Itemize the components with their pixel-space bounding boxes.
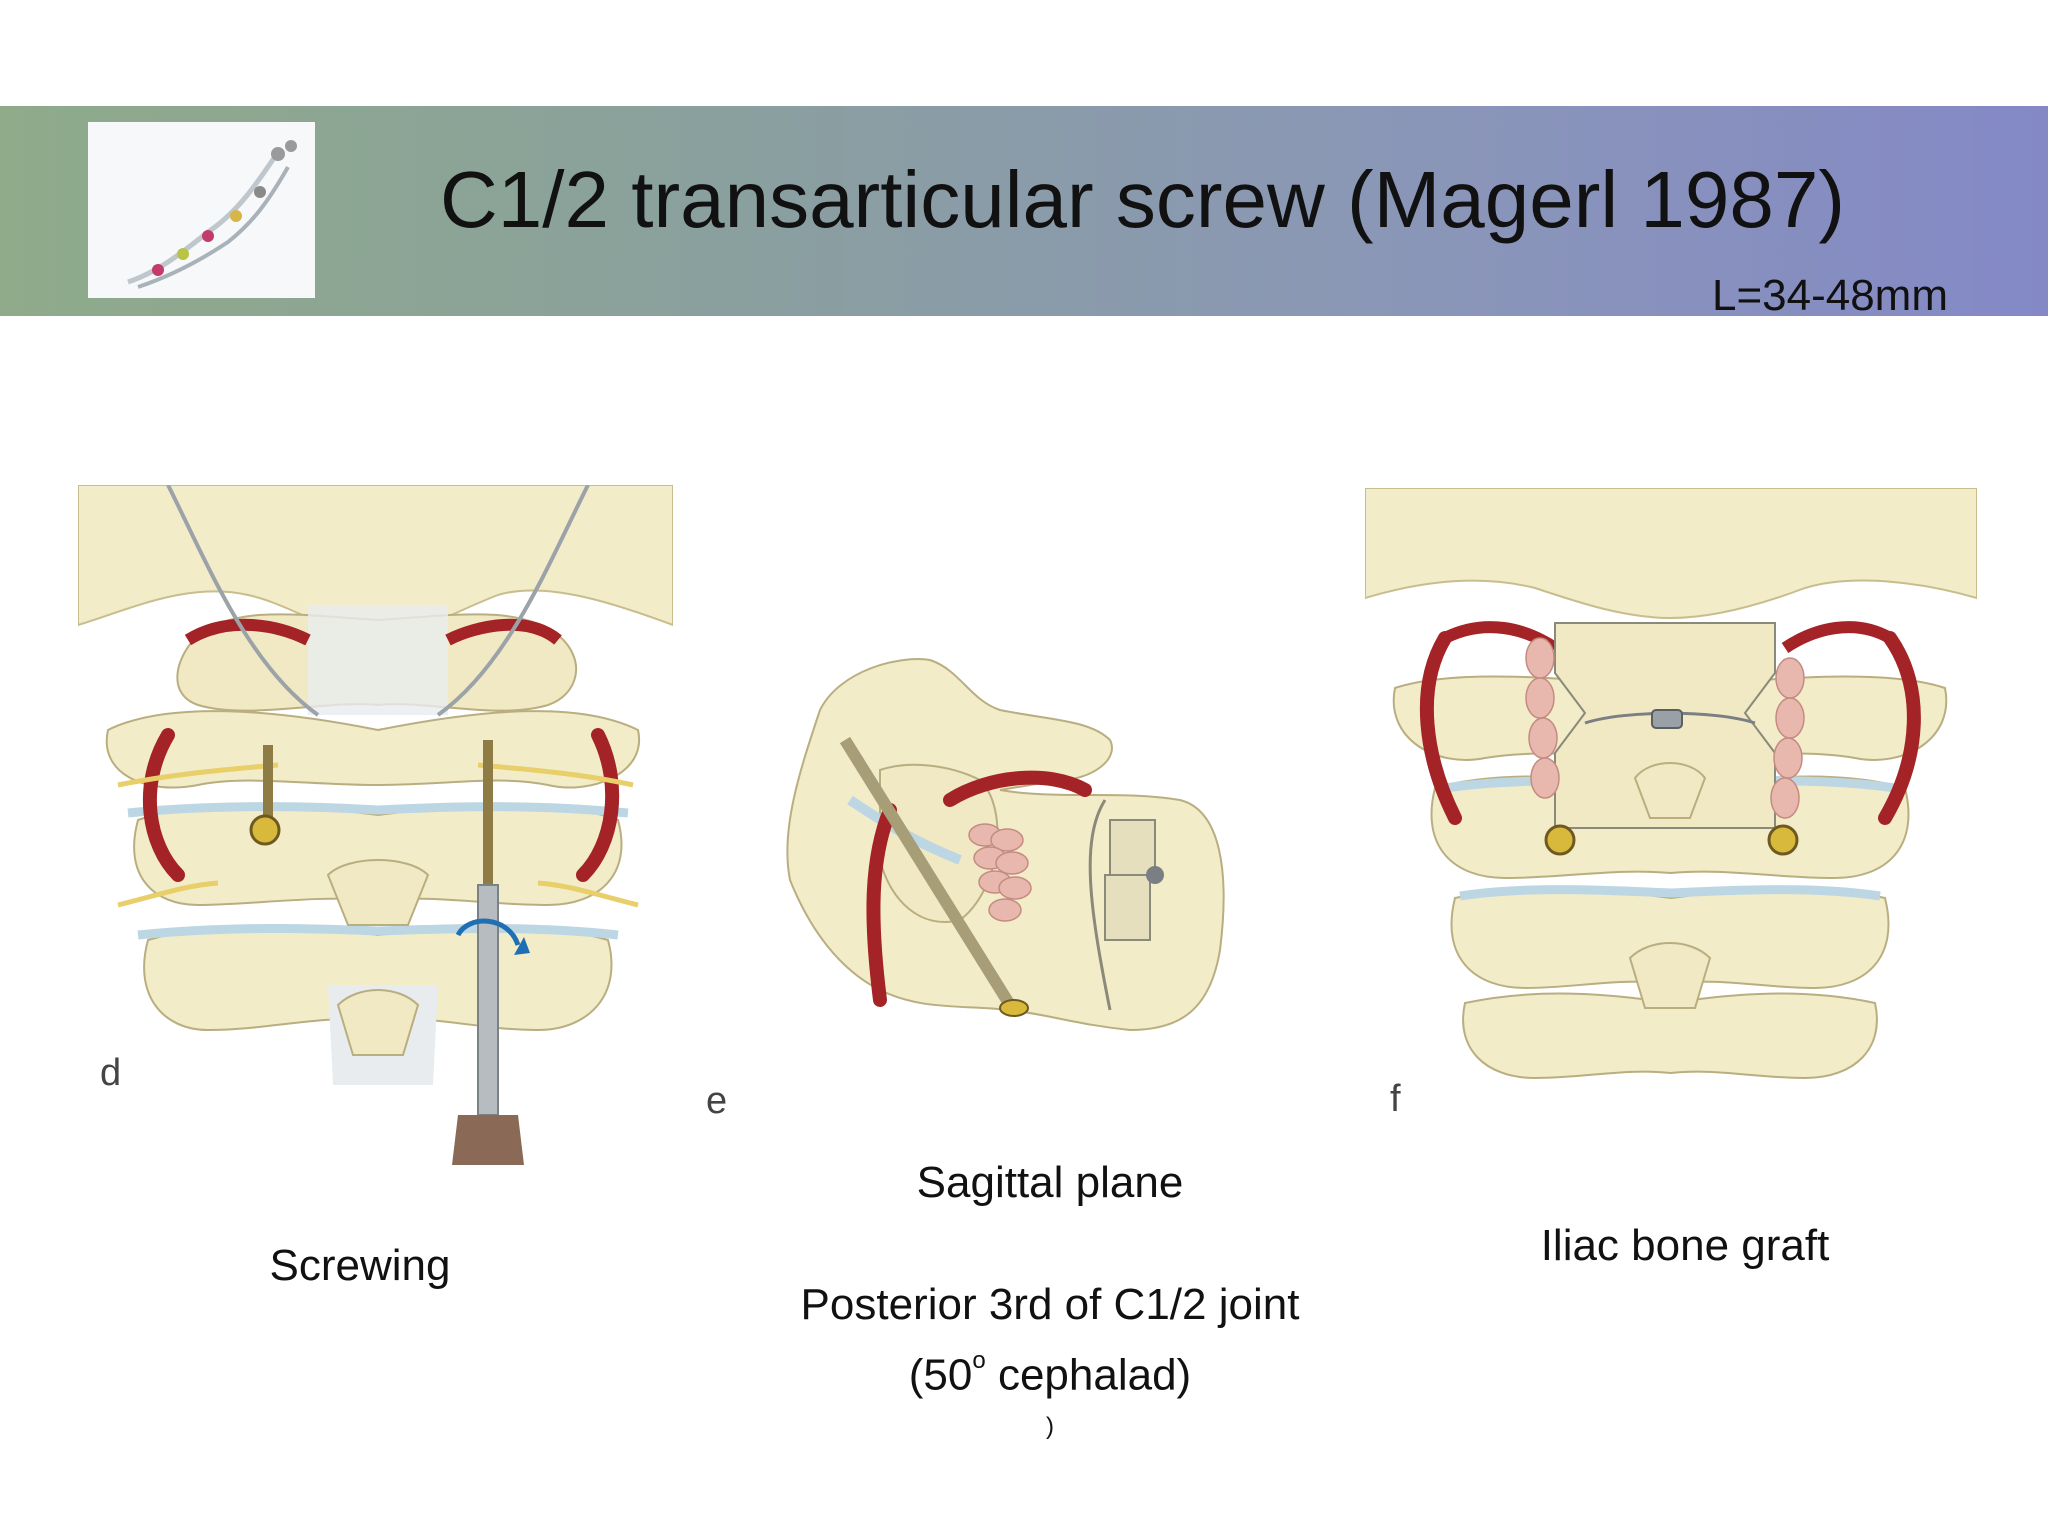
caption-line-posterior-third: Posterior 3rd of C1/2 joint: [800, 1280, 1300, 1329]
caption-sagittal-plane: Sagittal plane Posterior 3rd of C1/2 joi…: [700, 1152, 1400, 1447]
slide-title: C1/2 transarticular screw (Magerl 1987): [440, 155, 1845, 244]
spine-implant-logo: [88, 122, 315, 298]
title-bar: [0, 106, 2048, 316]
illustration-iliac-bone-graft: [1364, 487, 1978, 1138]
illustration-screwing-posterior-view: [77, 484, 674, 1165]
caption-line-angle: (50o cephalad): [908, 1347, 1192, 1400]
screw-length-label: L=34-48mm: [1711, 271, 1948, 320]
figure-label-e: e: [706, 1080, 728, 1122]
caption-screwing: Screwing: [269, 1241, 451, 1290]
illustration-sagittal-plane: [760, 630, 1240, 1070]
caption-line-sagittal: Sagittal plane: [916, 1158, 1184, 1207]
figure-label-d: d: [100, 1052, 122, 1094]
caption-line-stray-paren: ): [1046, 1412, 1054, 1440]
caption-iliac-bone-graft: Iliac bone graft: [1540, 1221, 1830, 1270]
figure-label-f: f: [1390, 1078, 1401, 1120]
